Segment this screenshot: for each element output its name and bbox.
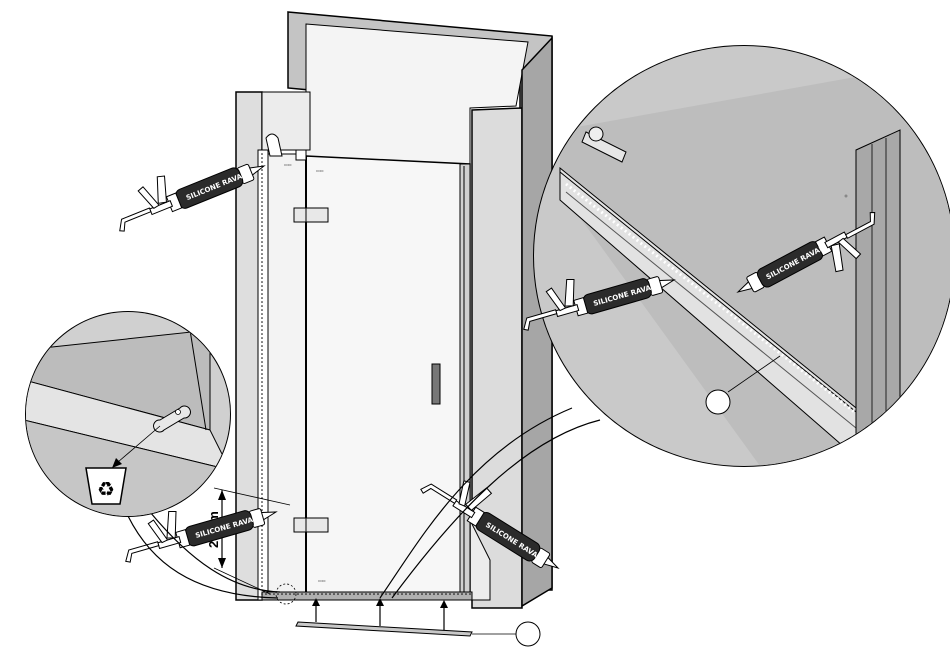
recycle-icon: ♻ [86,468,126,504]
door-magnetic-strip [460,164,470,596]
svg-text:▭▭: ▭▭ [318,578,326,583]
svg-text:▭▭: ▭▭ [316,168,324,173]
door-handle [432,364,440,404]
upper-hinge [294,208,328,222]
door-glass [306,156,470,596]
svg-text:♻: ♻ [97,477,115,501]
svg-text:▭▭: ▭▭ [284,162,292,167]
callout-marker-zoom [706,390,730,414]
lower-hinge [294,518,328,532]
shower-enclosure: ▭▭ ▭▭ ▭▭ [236,12,552,608]
callout-marker-bottom [516,622,540,646]
